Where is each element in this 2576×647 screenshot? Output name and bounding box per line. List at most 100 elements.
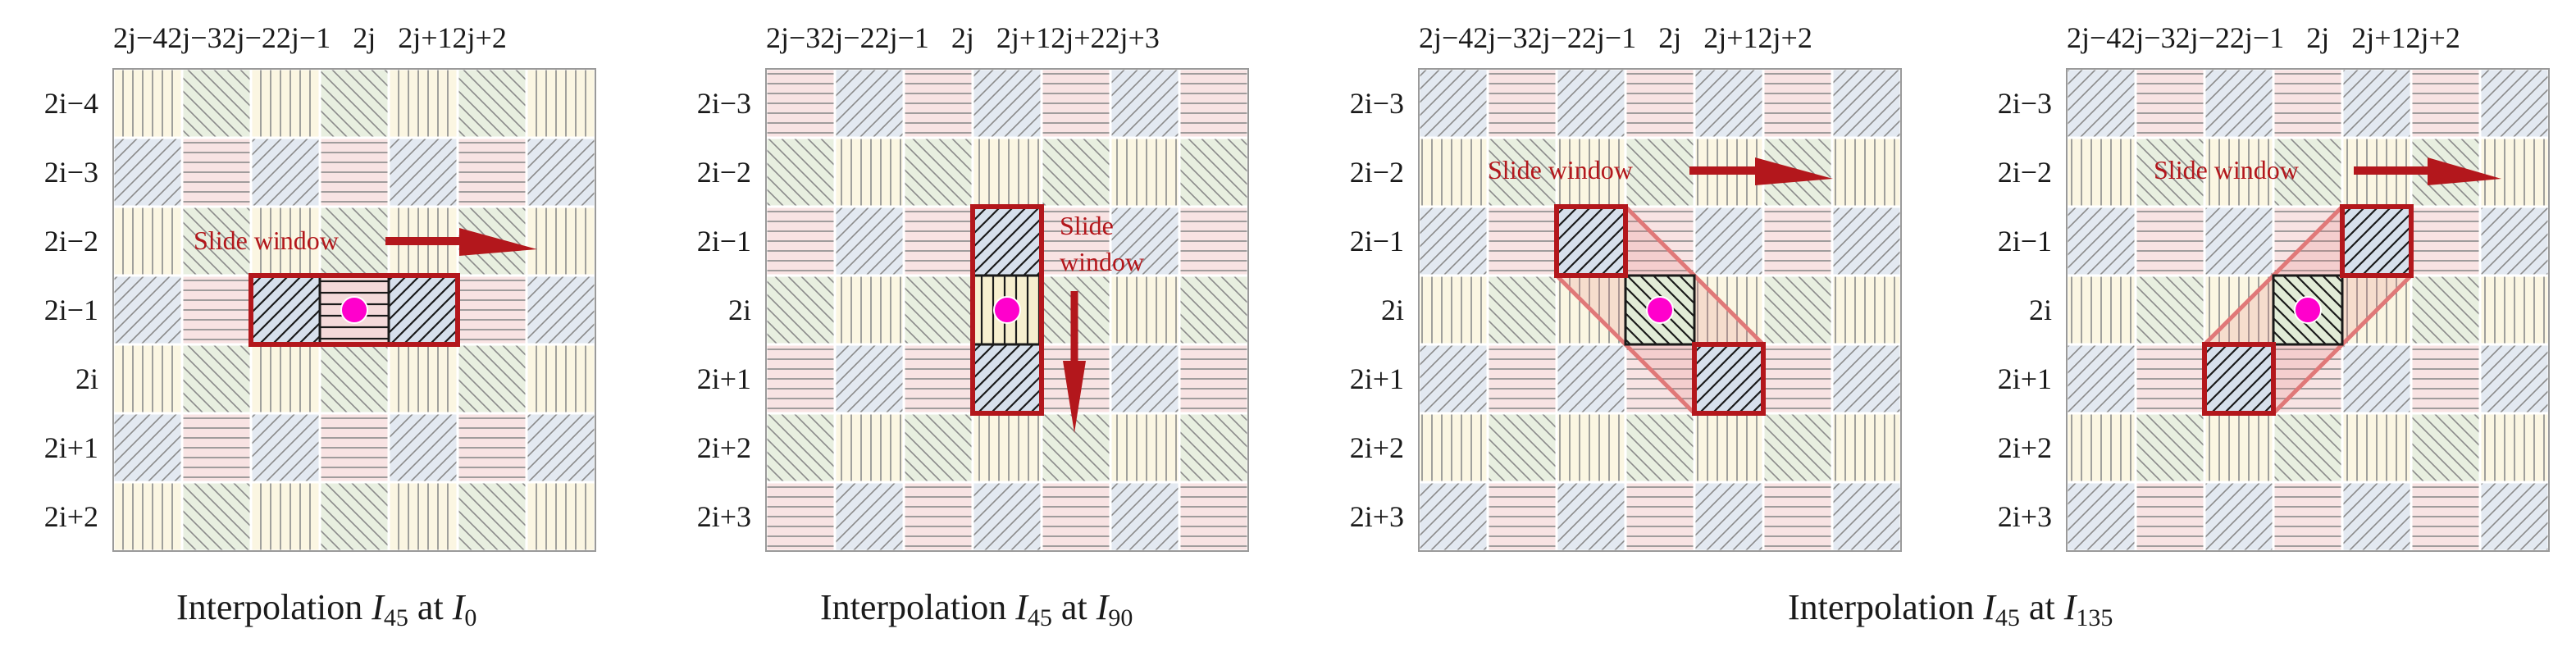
row-label: 2i+1	[1350, 362, 1404, 395]
grid-cell	[971, 481, 1043, 553]
grid-cell	[1762, 67, 1834, 139]
grid-cell	[833, 412, 905, 484]
window-cell	[971, 343, 1043, 415]
grid-cell	[456, 343, 528, 415]
grid-cell	[2478, 136, 2551, 208]
grid-cell	[387, 412, 459, 484]
grid-cell	[2272, 67, 2344, 139]
slide-arrow-horizontal: Slide window	[2154, 155, 2501, 185]
grid-cell	[1417, 205, 1489, 277]
pixel-grid	[2065, 67, 2551, 553]
grid-cell	[764, 136, 837, 208]
grid-cell	[525, 343, 597, 415]
grid-cell	[1178, 205, 1250, 277]
grid-cell	[764, 481, 837, 553]
grid-cell	[2410, 274, 2482, 346]
grid-cell	[1555, 412, 1627, 484]
grid-cell	[2272, 481, 2344, 553]
column-header: 2j−42j−32j−22j−1 2j 2j+12j+2	[2067, 21, 2460, 54]
row-label: 2i	[2029, 294, 2052, 326]
grid-cell	[902, 481, 974, 553]
slide-window-box	[2202, 342, 2276, 416]
grid-cell	[2478, 343, 2551, 415]
grid-cell	[1831, 67, 1903, 139]
grid-cell	[2203, 481, 2275, 553]
row-label: 2i	[1381, 294, 1404, 326]
grid-cell	[902, 136, 974, 208]
grid-cell	[2410, 412, 2482, 484]
grid-cell	[249, 67, 321, 139]
grid-cell	[1831, 343, 1903, 415]
grid-cell	[456, 67, 528, 139]
grid-cell	[764, 274, 837, 346]
panel-interp-at-i135-b: 2j−42j−32j−22j−1 2j 2j+12j+2 2i−32i−22i−…	[1998, 21, 2551, 553]
grid-cell	[1417, 136, 1489, 208]
grid-cell	[525, 67, 597, 139]
grid-cell	[2134, 481, 2206, 553]
row-label: 2i−1	[44, 294, 98, 326]
grid-cell	[1555, 343, 1627, 415]
grid-cell	[1109, 481, 1181, 553]
slide-window-box	[248, 273, 460, 347]
grid-cell	[180, 343, 253, 415]
grid-cell	[1831, 481, 1903, 553]
slide-window-box	[2340, 204, 2414, 278]
grid-cell	[1831, 205, 1903, 277]
window-cell	[2341, 205, 2413, 277]
grid-cell	[1624, 481, 1696, 553]
grid-cell	[764, 67, 837, 139]
row-label: 2i+3	[697, 500, 751, 533]
grid-cell	[1486, 412, 1558, 484]
window-cell	[971, 205, 1043, 277]
grid-cell	[902, 412, 974, 484]
grid-cell	[902, 274, 974, 346]
grid-cell	[249, 412, 321, 484]
grid-cell	[2410, 205, 2482, 277]
slide-window-box	[1554, 204, 1628, 278]
slide-window-label: Slide window	[194, 226, 339, 255]
grid-cell	[902, 343, 974, 415]
slide-window-label-line2: window	[1060, 247, 1144, 276]
grid-cell	[2478, 412, 2551, 484]
grid-cell	[2478, 481, 2551, 553]
row-label: 2i	[728, 294, 751, 326]
grid-cell	[1762, 205, 1834, 277]
grid-cell	[1693, 481, 1765, 553]
grid-cell	[971, 136, 1043, 208]
slide-arrow-horizontal: Slide window	[194, 226, 537, 256]
grid-cell	[2341, 343, 2413, 415]
grid-cell	[902, 205, 974, 277]
grid-cell	[1178, 343, 1250, 415]
row-label: 2i+2	[1998, 431, 2052, 464]
grid-cell	[1109, 67, 1181, 139]
grid-cell	[1762, 481, 1834, 553]
row-label: 2i+2	[1350, 431, 1404, 464]
grid-cell	[387, 343, 459, 415]
slide-arrow-vertical: Slide window	[1060, 211, 1144, 433]
grid-cell	[2065, 205, 2137, 277]
grid-cell	[1178, 274, 1250, 346]
grid-cell	[180, 136, 253, 208]
grid-cell	[1624, 412, 1696, 484]
grid-cell	[1831, 412, 1903, 484]
grid-cell	[2134, 274, 2206, 346]
grid-cell	[180, 274, 253, 346]
grid-cell	[112, 205, 184, 277]
grid-cell	[525, 136, 597, 208]
row-label: 2i−2	[1350, 156, 1404, 189]
grid-cell	[456, 481, 528, 553]
grid-border	[112, 68, 596, 552]
slide-window-box	[970, 204, 1044, 416]
grid-cell	[1486, 205, 1558, 277]
interpolation-target-dot	[1646, 296, 1674, 324]
grid-cell	[525, 274, 597, 346]
row-label: 2i+3	[1350, 500, 1404, 533]
column-header: 2j−32j−22j−1 2j 2j+12j+22j+3	[766, 21, 1160, 54]
grid-cell	[249, 343, 321, 415]
grid-cell	[1555, 67, 1627, 139]
grid-cell	[112, 412, 184, 484]
row-label: 2i+3	[1998, 500, 2052, 533]
grid-cell	[1178, 136, 1250, 208]
row-label: 2i−4	[44, 87, 98, 120]
grid-cell	[318, 205, 390, 277]
